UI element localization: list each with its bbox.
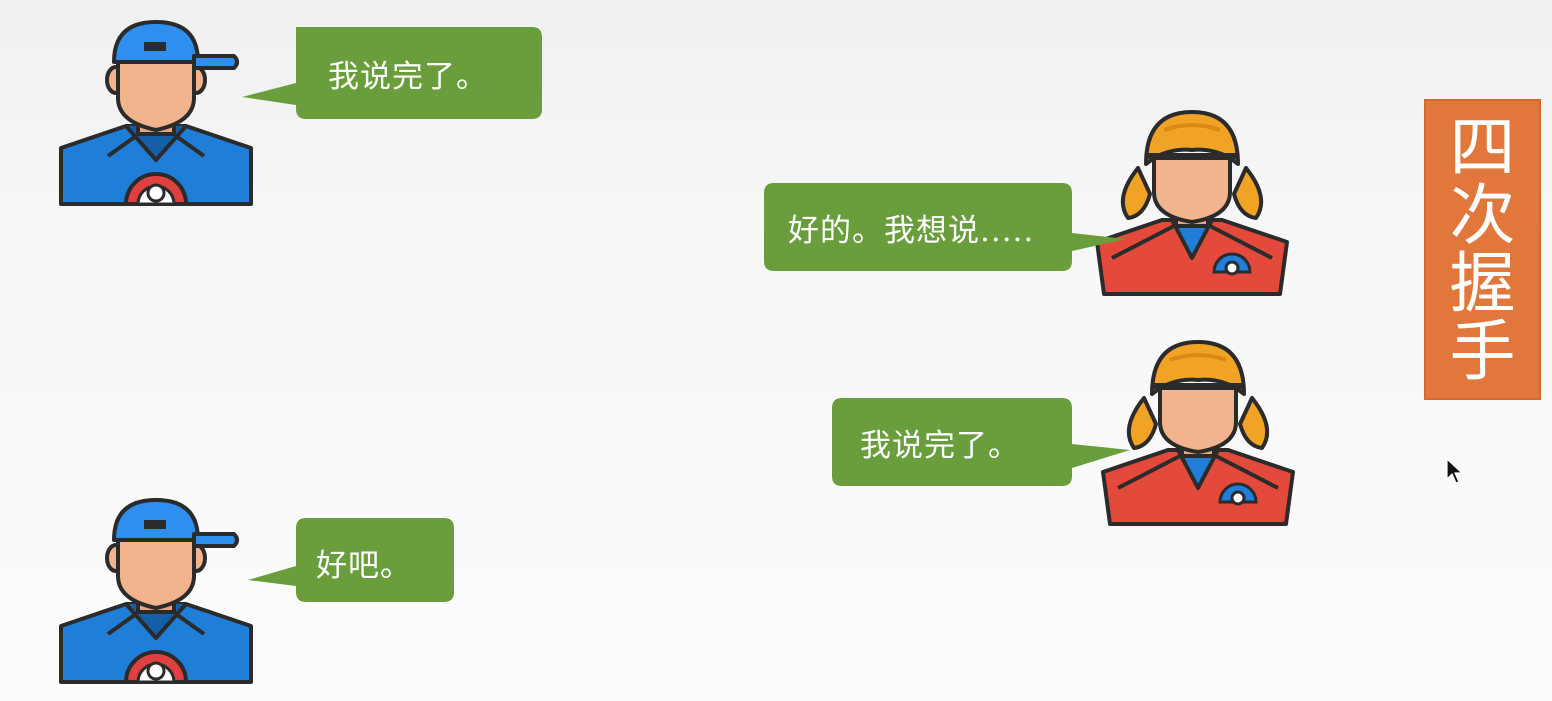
mouse-cursor-icon xyxy=(1446,458,1464,484)
bubble-text: 我说完了。 xyxy=(860,428,1020,464)
title-box: 四次握手 xyxy=(1424,99,1541,400)
bubble-text: 好的。我想说..... xyxy=(788,213,1035,249)
boy-avatar-icon xyxy=(56,496,256,686)
speech-bubble: 好的。我想说..... xyxy=(764,183,1128,273)
title-text: 四次握手 xyxy=(1449,108,1516,390)
speech-bubble: 我说完了。 xyxy=(240,27,542,121)
bubble-text: 好吧。 xyxy=(316,548,412,584)
speech-bubble: 我说完了。 xyxy=(832,398,1132,488)
bubble-text: 我说完了。 xyxy=(328,59,488,95)
speech-bubble: 好吧。 xyxy=(246,518,456,606)
boy-avatar-icon xyxy=(56,18,256,208)
